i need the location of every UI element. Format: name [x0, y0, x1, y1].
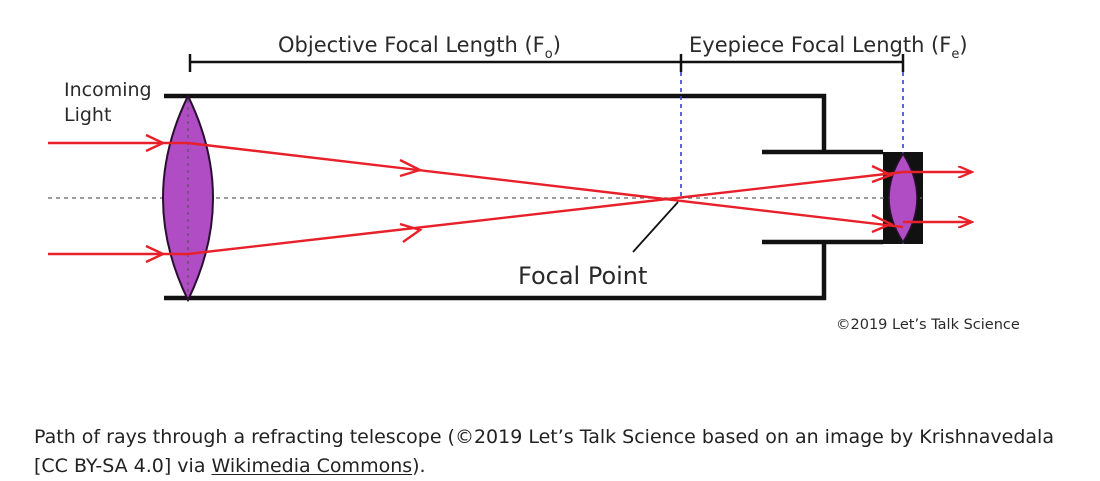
objective-focal-length-label: Objective Focal Length (Fo) [278, 33, 561, 62]
focal-point-label: Focal Point [518, 262, 647, 290]
figure-caption: Path of rays through a refracting telesc… [34, 423, 1054, 481]
wikimedia-commons-link[interactable]: Wikimedia Commons [211, 455, 413, 477]
caption-text: Path of rays through a refracting telesc… [34, 426, 1054, 477]
ray-direction-arrows [145, 133, 895, 264]
incoming-light-label: Incoming Light [64, 79, 158, 126]
caption-text-end: ). [412, 455, 426, 477]
telescope-tube [164, 93, 827, 301]
eyepiece-focal-length-label: Eyepiece Focal Length (Fe) [689, 33, 968, 62]
eyepiece-tube [762, 149, 883, 245]
copyright-label: ©2019 Let’s Talk Science [836, 317, 1020, 333]
focal-length-dimension-lines [188, 54, 905, 72]
eyepiece-lens [888, 152, 918, 244]
focal-point-pointer [632, 201, 679, 253]
telescope-diagram: Objective Focal Length (Fo) Eyepiece Foc… [48, 33, 1020, 333]
